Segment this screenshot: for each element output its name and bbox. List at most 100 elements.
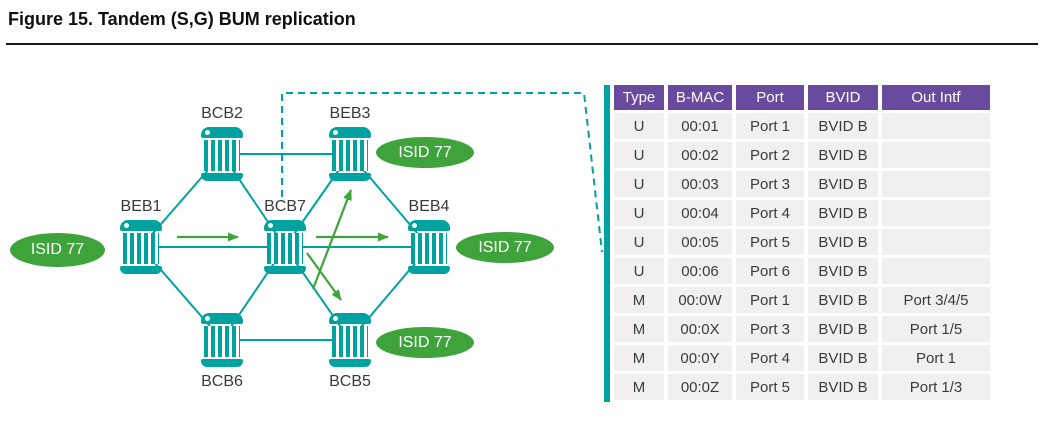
isid-badge-beb4: ISID 77	[456, 232, 554, 263]
switch-ports-icon	[204, 140, 240, 171]
table-cell: BVID B	[808, 258, 878, 284]
table-cell: U	[614, 229, 664, 255]
table-cell: Port 1	[736, 113, 804, 139]
switch-icon	[329, 313, 371, 367]
table-cell	[882, 229, 990, 255]
led-dot-icon	[205, 130, 210, 135]
table-cell: Port 2	[736, 142, 804, 168]
switch-icon	[264, 220, 306, 274]
table-cell: 00:0X	[668, 316, 732, 342]
switch-top-panel	[408, 220, 450, 231]
col-header-type: Type	[614, 85, 664, 110]
led-dot-icon	[333, 130, 338, 135]
node-bcb2-label: BCB2	[201, 105, 243, 122]
switch-icon	[201, 127, 243, 181]
table-cell: 00:04	[668, 200, 732, 226]
switch-base-panel	[120, 266, 162, 274]
switch-ports-icon	[204, 326, 240, 357]
table-cell: Port 4	[736, 200, 804, 226]
table-cell: BVID B	[808, 229, 878, 255]
node-beb3-label: BEB3	[329, 105, 371, 122]
node-beb1: BEB1	[120, 198, 162, 274]
led-dot-icon	[412, 223, 417, 228]
table-cell: 00:0W	[668, 287, 732, 313]
table-cell: Port 6	[736, 258, 804, 284]
switch-icon	[120, 220, 162, 274]
node-bcb2: BCB2	[201, 105, 243, 181]
table-cell: M	[614, 345, 664, 371]
table-cell: Port 1	[736, 287, 804, 313]
table-cell: 00:03	[668, 171, 732, 197]
table-cell: 00:02	[668, 142, 732, 168]
table-cell	[882, 142, 990, 168]
table-cell: M	[614, 287, 664, 313]
switch-base-panel	[264, 266, 306, 274]
table-cell: BVID B	[808, 113, 878, 139]
table-cell: U	[614, 200, 664, 226]
node-bcb6-label: BCB6	[201, 373, 243, 390]
flow-arrow-bcb7-bcb5	[306, 252, 342, 301]
table-cell: Port 3	[736, 171, 804, 197]
table-cell: Port 4	[736, 345, 804, 371]
node-bcb5-label: BCB5	[329, 373, 371, 390]
node-bcb5: BCB5	[329, 313, 371, 390]
table-cell: U	[614, 171, 664, 197]
switch-top-panel	[120, 220, 162, 231]
switch-base-panel	[329, 173, 371, 181]
title-rule	[6, 43, 1038, 45]
table-cell: BVID B	[808, 200, 878, 226]
table-cell: U	[614, 258, 664, 284]
led-dot-icon	[268, 223, 273, 228]
table-cell: BVID B	[808, 171, 878, 197]
table-accent-bar	[604, 85, 610, 402]
col-header-port: Port	[736, 85, 804, 110]
switch-icon	[408, 220, 450, 274]
led-dot-icon	[124, 223, 129, 228]
isid-badge-beb3: ISID 77	[376, 137, 474, 168]
table-cell	[882, 200, 990, 226]
table-header: Type B-MAC Port BVID Out Intf	[614, 85, 990, 110]
switch-base-panel	[201, 173, 243, 181]
isid-badge-bcb5: ISID 77	[376, 327, 474, 358]
switch-ports-icon	[123, 233, 159, 264]
switch-ports-icon	[267, 233, 303, 264]
table-cell: Port 3	[736, 316, 804, 342]
node-bcb6: BCB6	[201, 313, 243, 390]
col-header-outintf: Out Intf	[882, 85, 990, 110]
table-cell	[882, 171, 990, 197]
table-cell: Port 1	[882, 345, 990, 371]
table-header-row: Type B-MAC Port BVID Out Intf	[614, 85, 990, 110]
switch-top-panel	[329, 313, 371, 324]
table-cell: M	[614, 374, 664, 400]
switch-icon	[201, 313, 243, 367]
node-beb1-label: BEB1	[120, 198, 162, 215]
figure-title: Figure 15. Tandem (S,G) BUM replication	[8, 9, 356, 29]
node-bcb7: BCB7	[264, 198, 306, 274]
table-cell: U	[614, 142, 664, 168]
switch-top-panel	[201, 127, 243, 138]
table-cell: M	[614, 316, 664, 342]
switch-top-panel	[329, 127, 371, 138]
node-beb3: BEB3	[329, 105, 371, 181]
table-cell: 00:06	[668, 258, 732, 284]
led-dot-icon	[333, 316, 338, 321]
table-cell: BVID B	[808, 345, 878, 371]
table-cell: Port 5	[736, 229, 804, 255]
table-cell: BVID B	[808, 374, 878, 400]
col-header-bmac: B-MAC	[668, 85, 732, 110]
switch-ports-icon	[411, 233, 447, 264]
table-cell: U	[614, 113, 664, 139]
col-header-bvid: BVID	[808, 85, 878, 110]
